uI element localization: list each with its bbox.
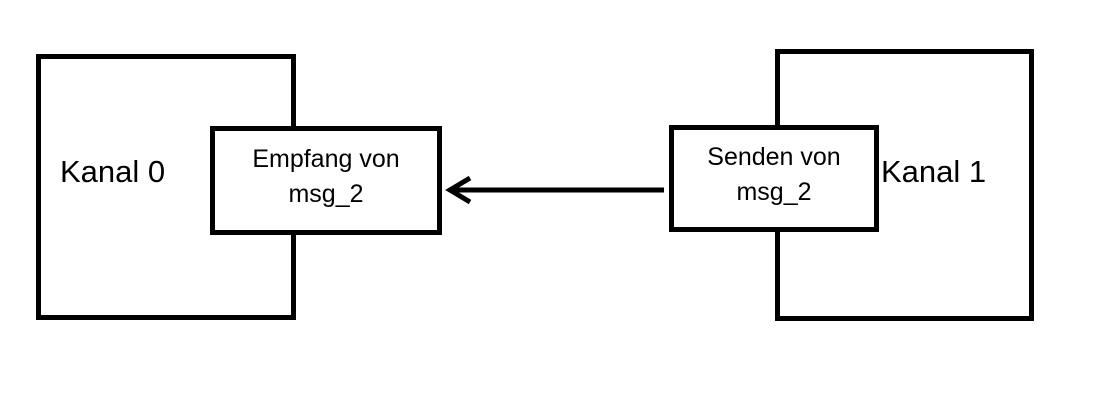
send-message-box (669, 125, 879, 232)
send-message-line-1: Senden von (707, 143, 841, 171)
receive-message-line-1: Empfang von (252, 145, 400, 173)
receive-message-line-2: msg_2 (288, 180, 364, 208)
arrow-head-icon (445, 175, 472, 205)
send-message-label: Senden von msg_2 (674, 140, 874, 210)
send-message-line-2: msg_2 (736, 178, 812, 206)
channel-0-label: Kanal 0 (60, 154, 166, 189)
receive-message-label: Empfang von msg_2 (215, 142, 437, 212)
receive-message-box (210, 126, 442, 235)
channel-1-label: Kanal 1 (881, 154, 987, 189)
